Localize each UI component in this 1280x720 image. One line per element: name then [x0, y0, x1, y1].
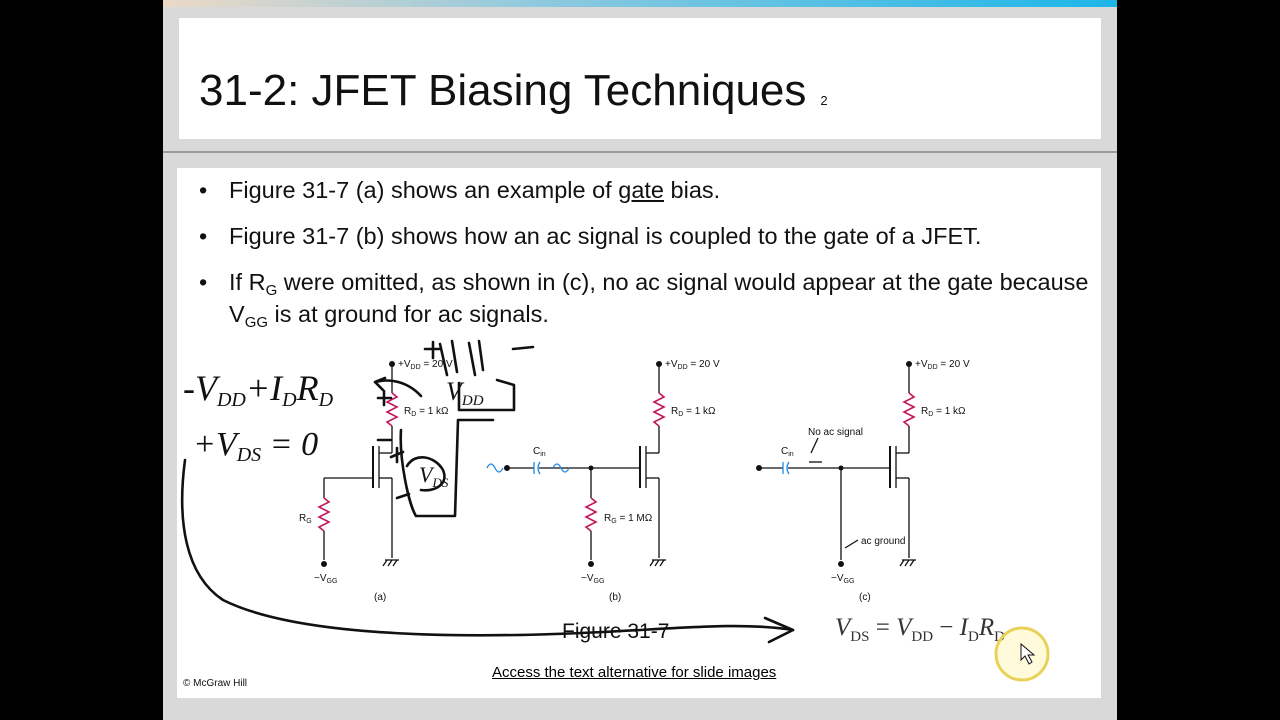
cin-label-c: Cin [781, 446, 794, 458]
figure-31-7: +VDD = 20 V RD = 1 kΩ RG −VGG (a) +VDD =… [177, 168, 1101, 698]
vdd-label-c: +VDD = 20 V [915, 359, 970, 371]
gate-underlined: gate [618, 177, 664, 203]
vdd-label-a: +VDD = 20 V [398, 359, 453, 371]
cin-label-b: Cin [533, 446, 546, 458]
bullet-list: Figure 31-7 (a) shows an example of gate… [199, 174, 1089, 344]
slide-number: 2 [820, 93, 828, 108]
vgg-label-b: −VGG [581, 573, 604, 585]
rd-label-c: RD = 1 kΩ [921, 406, 966, 418]
vdd-label-b: +VDD = 20 V [665, 359, 720, 371]
access-text-alternative-link[interactable]: Access the text alternative for slide im… [492, 664, 777, 681]
rg-label-b: RG = 1 MΩ [604, 513, 653, 525]
figure-caption: Figure 31-7 [562, 620, 670, 643]
no-ac-signal-label: No ac signal [808, 427, 863, 438]
vgg-label-a: −VGG [314, 573, 337, 585]
top-accent-bar [163, 0, 1117, 7]
part-b-label: (b) [609, 592, 621, 603]
rd-label-a: RD = 1 kΩ [404, 406, 449, 418]
rd-label-b: RD = 1 kΩ [671, 406, 716, 418]
part-c-label: (c) [859, 592, 871, 603]
bullet-item: Figure 31-7 (a) shows an example of gate… [199, 174, 1089, 206]
rg-label-a: RG [299, 513, 312, 525]
bullet-item: Figure 31-7 (b) shows how an ac signal i… [199, 220, 1089, 252]
title-divider [163, 151, 1117, 153]
bullet-item: If RG were omitted, as shown in (c), no … [199, 266, 1089, 330]
ac-ground-label: ac ground [861, 536, 905, 547]
vgg-label-c: −VGG [831, 573, 854, 585]
vds-equation: VDS = VDD − IDRD [835, 614, 1005, 645]
part-a-label: (a) [374, 592, 386, 603]
copyright-notice: © McGraw Hill [183, 678, 248, 689]
